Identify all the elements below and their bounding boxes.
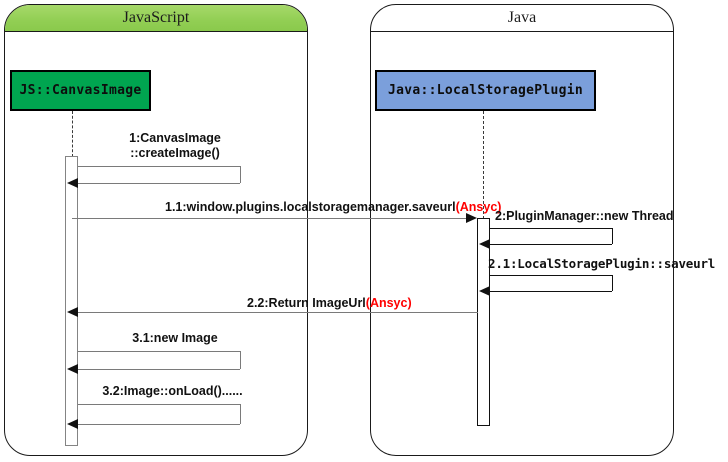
message-1-label-line2: ::createImage() bbox=[130, 146, 220, 160]
message-2-1-arrow-top bbox=[490, 275, 612, 276]
actor-js-canvasimage[interactable]: JS::CanvasImage bbox=[10, 70, 151, 111]
message-1-1-arrowhead bbox=[466, 213, 477, 223]
message-2-2-text: 2.2:Return ImageUrl bbox=[247, 296, 366, 310]
message-3-2-label: 3.2:Image::onLoad()...... bbox=[102, 384, 243, 398]
message-3-1-arrow-right bbox=[240, 351, 241, 369]
message-2-2-label: 2.2:Return ImageUrl(Ansyc) bbox=[247, 296, 412, 311]
message-2-2-arrow bbox=[78, 312, 478, 313]
message-2-label: 2:PluginManager::new Thread bbox=[495, 209, 674, 223]
message-3-1-arrowhead bbox=[67, 364, 78, 374]
message-3-2-arrowhead bbox=[67, 419, 78, 429]
message-3-1-arrow-bottom bbox=[78, 369, 240, 370]
lifeline-java bbox=[483, 111, 484, 219]
panel-java-title: Java bbox=[371, 5, 673, 32]
message-2-1-arrow-bottom bbox=[490, 291, 612, 292]
message-3-2-arrow-bottom bbox=[78, 424, 240, 425]
activation-bar-java bbox=[477, 218, 490, 426]
message-1-label-line1: 1:CanvasImage bbox=[129, 131, 221, 145]
actor-java-localstorageplugin[interactable]: Java::LocalStoragePlugin bbox=[375, 70, 596, 111]
message-1-1-label: 1.1:window.plugins.localstoragemanager.s… bbox=[165, 200, 501, 215]
message-1-1-arrow bbox=[72, 218, 472, 219]
message-2-arrow-top bbox=[490, 228, 612, 229]
message-1-arrowhead bbox=[67, 178, 78, 188]
message-2-2-arrowhead bbox=[67, 307, 78, 317]
message-1-1-async: (Ansyc) bbox=[455, 200, 502, 214]
message-2-1-arrowhead bbox=[479, 286, 490, 296]
message-3-1-arrow-top bbox=[78, 351, 240, 352]
message-2-1-arrow-right bbox=[612, 275, 613, 291]
message-1-arrow-right bbox=[240, 166, 241, 183]
message-2-arrowhead bbox=[479, 239, 490, 249]
message-2-arrow-right bbox=[612, 228, 613, 244]
message-1-arrow-bottom bbox=[78, 183, 240, 184]
panel-javascript-title: JavaScript bbox=[5, 5, 307, 32]
message-1-arrow-top bbox=[78, 166, 240, 167]
activation-bar-javascript bbox=[65, 156, 78, 446]
message-3-2-arrow-top bbox=[78, 404, 240, 405]
message-3-1-label: 3.1:new Image bbox=[132, 331, 218, 345]
message-1-1-text: 1.1:window.plugins.localstoragemanager.s… bbox=[165, 200, 456, 214]
message-2-arrow-bottom bbox=[490, 244, 612, 245]
message-2-1-label: 2.1:LocalStoragePlugin::saveurl bbox=[488, 256, 716, 271]
message-3-2-arrow-right bbox=[240, 404, 241, 424]
message-2-2-async: (Ansyc) bbox=[365, 296, 412, 310]
panel-java: Java bbox=[370, 4, 674, 456]
lifeline-javascript bbox=[72, 111, 73, 157]
